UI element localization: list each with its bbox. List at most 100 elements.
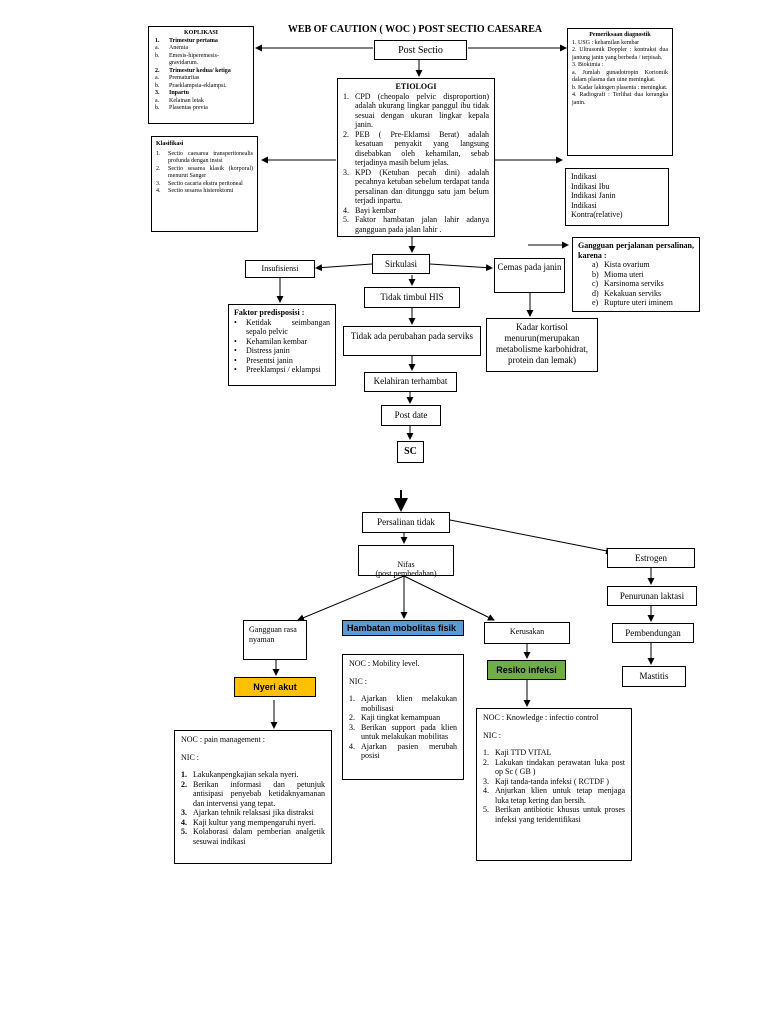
estrogen-label: Estrogen (635, 553, 667, 563)
faktor-predisposisi-item: • Ketidak seimbangan sepalo pelvic (234, 318, 330, 337)
indikasi-line: Indikasi Ibu (571, 181, 610, 191)
noc-infeksi-item: 2.Lakukan tindakan perawatan luka post o… (483, 758, 625, 777)
komplikasi-item: a.Anemia (155, 45, 247, 53)
noc-infeksi-noc: NOC : Knowledge : infectio control (483, 713, 599, 722)
komplikasi-item: a. Prematuritas (155, 75, 247, 83)
komplikasi-text: Trimestur kedua/ ketiga (169, 67, 231, 74)
hambatan-mobilitas-diagnosis: Hambatan mobolitas fisik (342, 620, 464, 636)
etiologi-list: 1. CPD (cheopalo pelvic disproportion) ad… (343, 92, 489, 235)
faktor-predisposisi-box: Faktor predisposisi : • Ketidak seimbanga… (228, 304, 336, 386)
etiologi-box: ETIOLOGI 1.CPD (cheopalo pelvic dispropo… (337, 78, 495, 237)
noc-nyeri-nic: NIC : (181, 752, 199, 762)
noc-nyeri-text: Ajarkan tehnik relaksasi jika distraksi (193, 808, 314, 817)
sc-label: SC (404, 446, 417, 457)
gangguan-perjalanan-text: Kekakuan serviks (604, 288, 662, 298)
tidak-timbul-his-label: Tidak timbul HIS (380, 292, 444, 302)
noc-infeksi-item: 4.Anjurkan klien untuk tetap menjaga luk… (483, 786, 625, 805)
faktor-predisposisi-text: Ketidak seimbangan sepalo pelvic (246, 317, 330, 337)
etiologi-text: CPD (cheopalo pelvic disproportion) adal… (355, 91, 489, 130)
etiologi-text: Faktor hambatan jalan lahir adanya gangg… (355, 215, 489, 234)
gangguan-perjalanan-number: d) (592, 288, 599, 298)
noc-nyeri-number: 5. (181, 827, 187, 836)
indikasi-line: Kontra(relative) (571, 210, 623, 219)
komplikasi-text: Plasentas previa (169, 105, 208, 111)
komplikasi-item: b.Emesis-hiperemesis-gravidarum. (155, 53, 247, 68)
bullet-icon: • (234, 355, 237, 365)
faktor-predisposisi-heading: Faktor predisposisi : (234, 308, 305, 317)
pemeriksaan-line: a. Jumlah gunadotropin Koriomik dalam pl… (572, 69, 668, 84)
noc-infeksi-text: Kaji TTD VITAL (495, 748, 552, 757)
etiologi-number: 3. (343, 167, 349, 177)
komplikasi-text: Prematuritas (169, 75, 200, 81)
noc-nyeri-number: 2. (181, 779, 187, 789)
klasifikasi-item: 2.Sectio sesarea klasik (korporal) menur… (156, 166, 253, 181)
noc-infeksi-number: 5. (483, 805, 489, 814)
noc-mobilitas-box: NOC : Mobility level. NIC : 1.Ajarkan kl… (342, 654, 464, 780)
noc-nyeri-number: 1. (181, 770, 187, 779)
noc-nyeri-text: Kolaborasi dalam pemberian analgetik ses… (193, 827, 325, 846)
cemas-box: Cemas pada janin (494, 258, 565, 293)
komplikasi-number: a. (155, 45, 160, 51)
indikasi-line: Indikasi (571, 172, 597, 181)
tidak-timbul-his-box: Tidak timbul HIS (364, 287, 460, 308)
klasifikasi-number: 3. (156, 180, 161, 187)
noc-infeksi-item: 1.Kaji TTD VITAL (483, 748, 625, 758)
pemeriksaan-line: 3. Biokimia : (572, 62, 604, 68)
bullet-icon: • (234, 317, 237, 327)
noc-nyeri-noc: NOC : pain management : (181, 735, 265, 744)
kerusakan-box: Kerusakan (484, 622, 570, 644)
noc-mobilitas-text: Ajarkan klien melakukan mobilisasi (361, 694, 457, 713)
mastitis-label: Mastitis (639, 671, 669, 681)
faktor-predisposisi-item: •Presentsi janin (234, 356, 330, 366)
komplikasi-item: a.Kelainan letak (155, 98, 247, 106)
noc-nyeri-text: Berikan informasi dan petunjuk antisipas… (193, 779, 325, 808)
komplikasi-number: a. (155, 75, 160, 81)
tidak-ada-perubahan-label: Tidak ada perubahan pada serviks (350, 331, 474, 341)
kelahiran-terhambat-label: Kelahiran terhambat (373, 376, 448, 386)
komplikasi-number: 2. (155, 67, 160, 74)
noc-mobilitas-number: 2. (349, 713, 355, 722)
faktor-predisposisi-text: Preeklampsi / eklampsi (246, 365, 321, 374)
indikasi-line: Indikasi Janin (571, 191, 616, 200)
komplikasi-number: 3. (155, 90, 160, 96)
klasifikasi-item: 4.Sectio sesarea histerektomi (156, 188, 253, 196)
faktor-predisposisi-item: •Preeklampsi / eklampsi (234, 365, 330, 375)
etiologi-number: 4. (343, 205, 349, 215)
persalinan-tidak-box: Persalinan tidak (362, 512, 450, 533)
noc-mobilitas-number: 4. (349, 741, 355, 751)
kadar-kortisol-label: Kadar kortisol menurun(merupakan metabol… (496, 322, 588, 365)
kerusakan-label: Kerusakan (509, 627, 545, 636)
post-date-label: Post date (394, 410, 428, 420)
klasifikasi-number: 2. (156, 165, 161, 172)
noc-nyeri-item: 2. Berikan informasi dan petunjuk antisip… (181, 780, 325, 809)
gangguan-perjalanan-item: d) Kekakuan serviks (592, 289, 694, 299)
resiko-infeksi-label: Resiko infeksi (496, 665, 557, 675)
tidak-ada-perubahan-box: Tidak ada perubahan pada serviks (343, 326, 481, 356)
etiologi-item: 4.Bayi kembar (343, 206, 489, 216)
faktor-predisposisi-list: •Ketidak seimbangan sepalo pelvic•Kehami… (234, 318, 330, 375)
klasifikasi-item: 1.Sectio caesarea transperitonealis prof… (156, 151, 253, 166)
gangguan-rasa-nyaman-box: Gangguan rasa nyaman (243, 620, 307, 660)
noc-nyeri-number: 3. (181, 808, 187, 817)
pemeriksaan-line: 1. USG : kehamilan kembar (572, 39, 640, 46)
sc-box: SC (397, 441, 424, 463)
gangguan-perjalanan-number: b) (592, 269, 599, 279)
pemeriksaan-line: 2. Ultrasonik Doppler : kontraksi dua ja… (572, 47, 668, 61)
pemeriksaan-line: 4. Radiografi : Terlihat dua kerangka ja… (572, 92, 668, 106)
sirkulasi-label: Sirkulasi (384, 259, 417, 269)
noc-mobilitas-item: 4.Ajarkan pasien merubah posisi (349, 742, 457, 761)
pembendungan-box: Pembendungan (612, 623, 694, 643)
gangguan-perjalanan-text: Mioma uteri (604, 269, 644, 279)
komplikasi-text: Trimestur pertama (169, 37, 218, 44)
komplikasi-number: b. (155, 82, 160, 89)
pembendungan-label: Pembendungan (625, 628, 681, 638)
noc-nyeri-list: 1.Lakukanpengkajian sekala nyeri.2.Berik… (181, 770, 325, 846)
etiologi-number: 1. (343, 91, 349, 101)
noc-nyeri-item: 5. Kolaborasi dalam pemberian analgetik s… (181, 827, 325, 846)
noc-mobilitas-number: 3. (349, 722, 355, 732)
klasifikasi-number: 1. (156, 150, 161, 157)
etiologi-item: 3.KPD (Ketuban pecah dini) adalah pecahn… (343, 168, 489, 206)
